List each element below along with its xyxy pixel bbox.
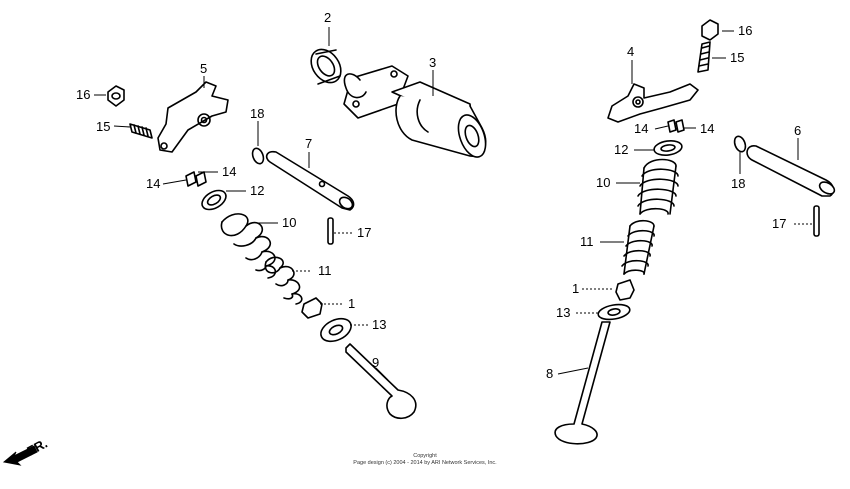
left-rocker-arm xyxy=(157,81,229,153)
callout-13-left: 13 xyxy=(372,317,386,332)
callout-15-right: 15 xyxy=(730,50,744,65)
leader-lines xyxy=(94,27,812,381)
front-direction-arrow-icon xyxy=(2,445,38,466)
copyright-label: Copyright xyxy=(413,453,437,459)
callout-10-right: 10 xyxy=(596,175,610,190)
callout-16-right: 16 xyxy=(738,23,752,38)
callout-10-left: 10 xyxy=(282,215,296,230)
callout-2: 2 xyxy=(324,10,331,25)
callout-17-right: 17 xyxy=(772,216,786,231)
callout-14-right-b: 14 xyxy=(700,121,714,136)
callout-18-left: 18 xyxy=(250,106,264,121)
callout-16-left: 16 xyxy=(76,87,90,102)
right-adjuster-screw xyxy=(697,41,711,73)
callout-8: 8 xyxy=(546,366,553,381)
right-dowel-pin xyxy=(813,205,820,237)
callout-12-right: 12 xyxy=(614,142,628,157)
left-adjuster-nut xyxy=(107,85,125,107)
callout-11-left: 11 xyxy=(318,263,332,278)
right-spring-seat xyxy=(597,303,631,321)
left-dowel-pin xyxy=(327,217,334,245)
left-spring-retainer xyxy=(201,189,227,211)
callout-1-left: 1 xyxy=(348,296,355,311)
left-valve xyxy=(345,343,417,420)
left-spring-seat xyxy=(320,317,352,343)
callout-13-right: 13 xyxy=(556,305,570,320)
callout-14-left-a: 14 xyxy=(146,176,160,191)
left-adjuster-screw xyxy=(129,123,153,139)
callout-4: 4 xyxy=(627,44,634,59)
callout-18-right: 18 xyxy=(731,176,745,191)
camshaft xyxy=(343,65,487,158)
callout-14-right-a: 14 xyxy=(634,121,648,136)
callout-17-left: 17 xyxy=(357,225,371,240)
left-outer-spring xyxy=(220,213,277,279)
right-o-ring xyxy=(733,135,747,153)
callout-5: 5 xyxy=(200,61,207,76)
callout-15-left: 15 xyxy=(96,119,110,134)
callout-11-right: 11 xyxy=(580,234,594,249)
callout-1-right: 1 xyxy=(572,281,579,296)
camshaft-end-cap xyxy=(310,48,342,85)
callout-numbers: 2 3 5 16 15 18 7 14 14 12 10 17 11 1 13 … xyxy=(76,10,801,381)
callout-3: 3 xyxy=(429,55,436,70)
right-outer-spring xyxy=(637,158,679,215)
left-rocker-shaft xyxy=(265,150,355,211)
callout-14-left-b: 14 xyxy=(222,164,236,179)
right-stem-seal xyxy=(615,279,635,301)
right-valve xyxy=(554,321,611,445)
left-stem-seal xyxy=(301,297,323,319)
callout-12-left: 12 xyxy=(250,183,264,198)
left-inner-spring xyxy=(264,256,303,305)
copyright-notice: Page design (c) 2004 - 2014 by ARI Netwo… xyxy=(353,460,497,466)
left-o-ring xyxy=(251,147,265,165)
right-rocker-arm xyxy=(607,83,699,123)
right-rocker-shaft xyxy=(746,145,836,197)
callout-9: 9 xyxy=(372,355,379,370)
right-adjuster-nut xyxy=(701,19,719,41)
right-spring-retainer xyxy=(653,139,683,157)
callout-6: 6 xyxy=(794,123,801,138)
right-inner-spring xyxy=(621,219,655,275)
left-cotter-pair xyxy=(185,171,207,187)
right-cotter-pair xyxy=(667,119,685,133)
callout-7: 7 xyxy=(305,136,312,151)
